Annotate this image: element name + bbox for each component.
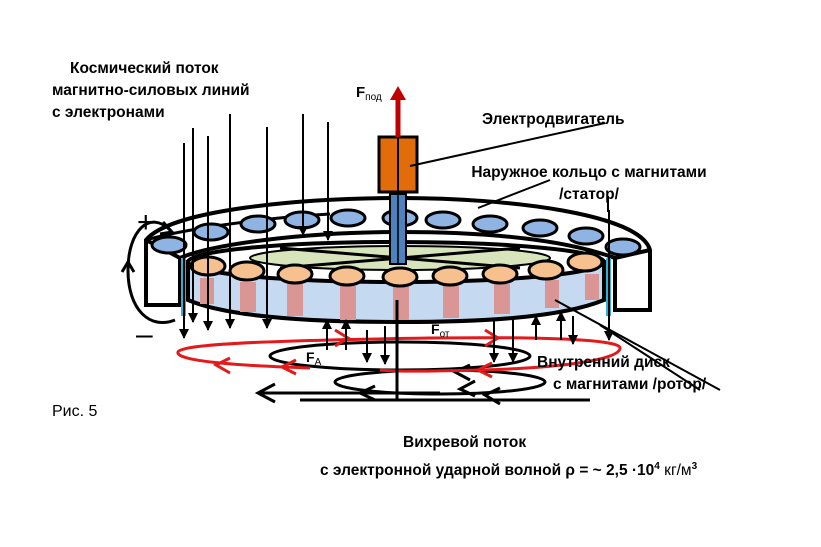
figure-caption: Рис. 5 bbox=[52, 403, 98, 420]
vortex-chevron bbox=[481, 386, 501, 406]
outer-ring-line-1: Наружное кольцо с магнитами bbox=[471, 164, 707, 181]
vortex-chevron bbox=[356, 384, 376, 402]
circuit-loop bbox=[120, 220, 176, 324]
lift-force-arrow bbox=[390, 86, 406, 137]
vortex-exponent: 4 bbox=[654, 461, 660, 472]
disk-stripe bbox=[494, 284, 510, 314]
disk-stripe bbox=[545, 280, 559, 308]
rotor-leader bbox=[599, 324, 701, 391]
lift-force-symbol: F bbox=[356, 84, 366, 101]
outer-magnet bbox=[329, 208, 367, 228]
inner-magnet bbox=[328, 265, 366, 287]
lift-force-label: Fпод bbox=[356, 84, 382, 103]
vortex-density-text: с электронной ударной волной ρ = ~ 2,5 ·… bbox=[320, 462, 655, 479]
outer-magnet bbox=[604, 237, 642, 257]
inner-disk-line-1: Внутренний диск bbox=[537, 354, 670, 371]
vortex-unit-exponent: 3 bbox=[691, 461, 698, 472]
vortex-label-line-1: Вихревой поток bbox=[403, 434, 527, 451]
force-a-symbol: F bbox=[306, 349, 315, 365]
force-a-subscript: А bbox=[314, 357, 322, 368]
minus-sign: – bbox=[136, 318, 153, 351]
vortex-label-line-2: с электронной ударной волной ρ = ~ 2,5 ·… bbox=[320, 456, 697, 482]
force-ot-subscript: от bbox=[439, 329, 450, 340]
outer-magnet bbox=[471, 214, 509, 234]
inner-magnet bbox=[566, 251, 604, 273]
disk-stripe bbox=[340, 286, 356, 320]
disk-stripe bbox=[240, 282, 256, 312]
cosmic-flow-line-3: с электронами bbox=[52, 104, 165, 121]
rotor-leader bbox=[554, 299, 721, 391]
force-a-label: FА bbox=[306, 349, 321, 368]
inner-magnet bbox=[527, 259, 565, 281]
inner-magnet bbox=[381, 266, 419, 288]
inner-disk-line-2: с магнитами /ротор/ bbox=[553, 376, 707, 393]
leader-lines bbox=[409, 122, 721, 391]
inner-magnets bbox=[189, 251, 604, 288]
vortex-chevron bbox=[254, 382, 276, 404]
vortex-chevron bbox=[456, 379, 476, 398]
force-ot-symbol: F bbox=[431, 321, 440, 337]
outer-ring-line-2: /статор/ bbox=[559, 186, 619, 203]
red-vortex-loop bbox=[176, 328, 622, 379]
motor-label: Электродвигатель bbox=[482, 111, 625, 128]
red-arrowhead bbox=[474, 361, 493, 379]
upward-arrows bbox=[322, 311, 566, 350]
outer-magnet bbox=[424, 210, 462, 230]
outer-magnet bbox=[567, 226, 605, 246]
force-ot-label: Fот bbox=[431, 321, 449, 340]
inner-magnet bbox=[276, 263, 314, 285]
cosmic-flow-line-1: Космический поток bbox=[70, 60, 219, 77]
outer-magnet bbox=[150, 235, 188, 255]
inner-magnet bbox=[431, 265, 469, 287]
outer-magnet bbox=[192, 222, 230, 242]
inner-disk-label: Внутренний диск с магнитами /ротор/ bbox=[537, 352, 706, 396]
motor-leader bbox=[409, 122, 606, 167]
cosmic-flow-label: Космический поток магнитно-силовых линий… bbox=[52, 58, 250, 124]
stator-leader bbox=[477, 179, 551, 209]
red-arrowhead bbox=[212, 356, 231, 375]
outer-magnet bbox=[239, 214, 277, 234]
vortex-unit: кг/м bbox=[659, 462, 692, 479]
plus-sign: + bbox=[137, 206, 155, 239]
disk-stripe bbox=[585, 274, 599, 300]
red-arrowhead bbox=[334, 328, 351, 348]
disk-stripe bbox=[393, 286, 409, 320]
disk-stripe bbox=[443, 286, 459, 318]
red-arrowhead bbox=[484, 328, 501, 348]
inner-magnet bbox=[228, 260, 266, 282]
lift-force-subscript: под bbox=[365, 92, 382, 103]
inner-magnet bbox=[481, 263, 519, 285]
red-arrowhead bbox=[278, 358, 297, 376]
outer-magnet bbox=[521, 218, 559, 238]
cosmic-flow-line-2: магнитно-силовых линий bbox=[52, 82, 250, 99]
outer-ring-label: Наружное кольцо с магнитами /статор/ bbox=[444, 162, 734, 206]
cosmic-flow-lines bbox=[179, 114, 614, 365]
disk-stripe bbox=[287, 284, 303, 316]
